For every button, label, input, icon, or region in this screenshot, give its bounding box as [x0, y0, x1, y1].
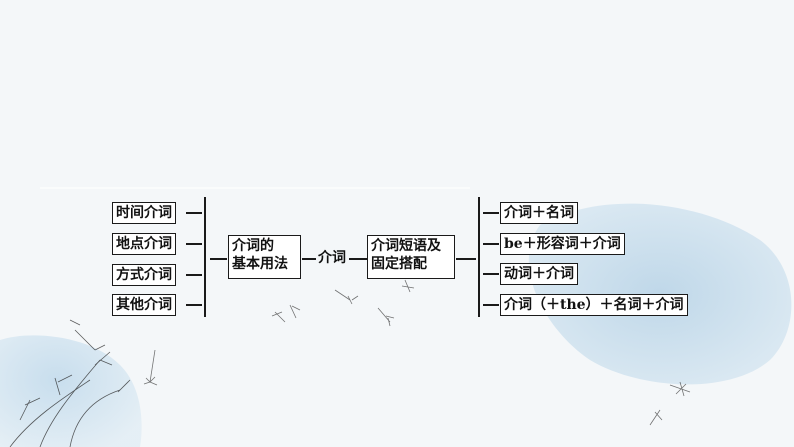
- right-bracket-connector: [456, 258, 476, 260]
- left-bracket-line: [204, 197, 206, 317]
- basic-usage-line2: 基本用法: [232, 256, 288, 272]
- right-bracket-line: [478, 197, 480, 317]
- right-connector: [483, 243, 499, 245]
- center-dash-left: [302, 258, 316, 260]
- phrase-line1: 介词短语及: [371, 238, 441, 254]
- left-connector: [186, 243, 202, 245]
- center-label: 介词: [318, 250, 346, 266]
- right-item-prep-noun: 介词＋名词: [500, 202, 578, 224]
- left-connector: [186, 304, 202, 306]
- right-item-verb-prep: 动词＋介词: [500, 263, 578, 285]
- dandelion-seed-icon: [143, 279, 691, 426]
- left-item-time: 时间介词: [112, 202, 176, 224]
- phrase-line2: 固定搭配: [371, 256, 427, 272]
- right-connector: [483, 212, 499, 214]
- left-item-place: 地点介词: [112, 233, 176, 255]
- left-item-manner: 方式介词: [112, 264, 176, 286]
- basic-usage-box: 介词的 基本用法: [228, 235, 301, 279]
- center-dash-right: [349, 258, 367, 260]
- right-connector: [483, 273, 499, 275]
- left-connector: [186, 274, 202, 276]
- right-connector: [483, 304, 499, 306]
- phrase-box: 介词短语及 固定搭配: [367, 235, 455, 279]
- right-item-prep-the-noun-prep: 介词（＋the）＋名词＋介词: [500, 294, 688, 316]
- left-connector: [186, 212, 202, 214]
- right-item-be-adj-prep: be＋形容词＋介词: [500, 233, 625, 255]
- left-item-other: 其他介词: [112, 294, 176, 316]
- dandelion-plant-icon: [9, 319, 131, 447]
- blue-blob-bottom-left: [0, 335, 142, 447]
- basic-usage-line1: 介词的: [232, 238, 274, 254]
- left-bracket-connector: [210, 258, 227, 260]
